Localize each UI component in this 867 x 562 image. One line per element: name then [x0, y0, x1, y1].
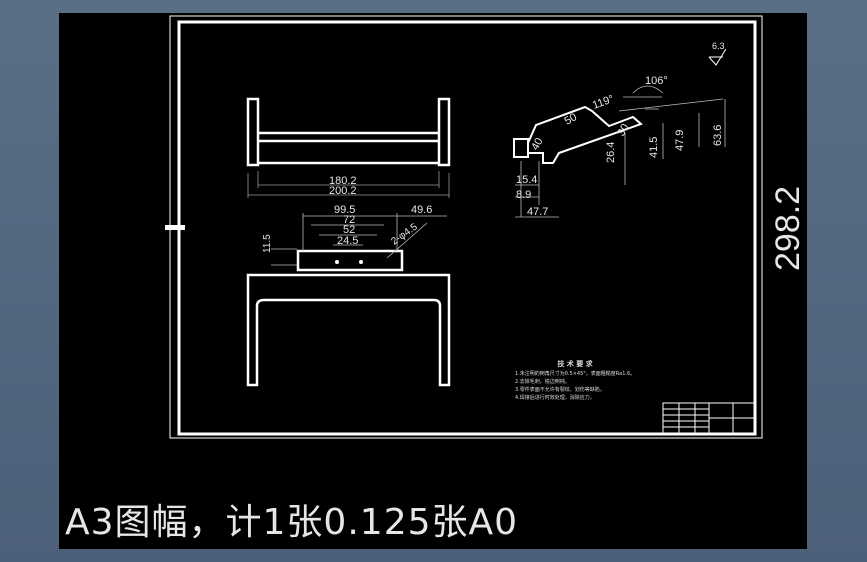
frame-mark: [165, 225, 185, 230]
notes-line-2: 2.去除毛刺，锐边倒钝。: [515, 379, 570, 385]
dim-180-2: 180.2: [329, 175, 357, 187]
cad-viewport[interactable]: 180.2 200.2 99.5 72 52 24.5 49.6 2-φ4.5 …: [59, 13, 807, 549]
dim-47-9: 47.9: [674, 130, 686, 151]
dim-11-5: 11.5: [262, 234, 273, 253]
dim-72: 72: [343, 214, 355, 226]
front-view: [246, 249, 451, 387]
sheet-caption: A3图幅，计1张0.125张A0: [65, 502, 519, 543]
roughness-symbol: [708, 48, 727, 66]
dim-52: 52: [343, 224, 355, 236]
dim-15-4: 15.4: [516, 174, 537, 186]
dim-8-9: 8.9: [516, 189, 531, 201]
notes-title: 技 术 要 求: [557, 360, 593, 368]
notes-line-4: 4.焊接后进行时效处理，消除应力。: [515, 395, 595, 401]
notes-line-3: 3.零件表面不允许有裂纹、划伤等缺陷。: [515, 387, 605, 393]
roughness-value: 6.3: [712, 41, 725, 51]
dim-298-2: 298.2: [769, 185, 807, 271]
technical-requirements: 技 术 要 求 1.未注明的倒角尺寸为0.5×45°，表面粗糙度Ra1.6。 2…: [515, 360, 715, 410]
dim-119-deg: 119°: [591, 93, 616, 112]
dim-99-5: 99.5: [334, 204, 355, 216]
dim-47-7: 47.7: [527, 206, 548, 218]
notes-line-1: 1.未注明的倒角尺寸为0.5×45°，表面粗糙度Ra1.6。: [515, 371, 636, 377]
side-view: [513, 105, 643, 164]
dim-41-5: 41.5: [648, 137, 660, 158]
dim-200-2: 200.2: [329, 185, 357, 197]
title-block: [662, 402, 756, 435]
dim-63-6: 63.6: [712, 125, 724, 146]
dim-50: 50: [563, 111, 580, 128]
top-view: [246, 97, 451, 167]
dim-24-5: 24.5: [337, 235, 358, 247]
drawing-canvas: 180.2 200.2 99.5 72 52 24.5 49.6 2-φ4.5 …: [165, 15, 763, 439]
dim-30: 30: [615, 122, 632, 139]
dim-106-deg: 106°: [645, 75, 668, 87]
dim-40: 40: [529, 136, 546, 153]
dim-49-6: 49.6: [411, 204, 432, 216]
dim-2-phi-4-5: 2-φ4.5: [389, 221, 420, 247]
dim-26-4: 26.4: [605, 142, 617, 163]
